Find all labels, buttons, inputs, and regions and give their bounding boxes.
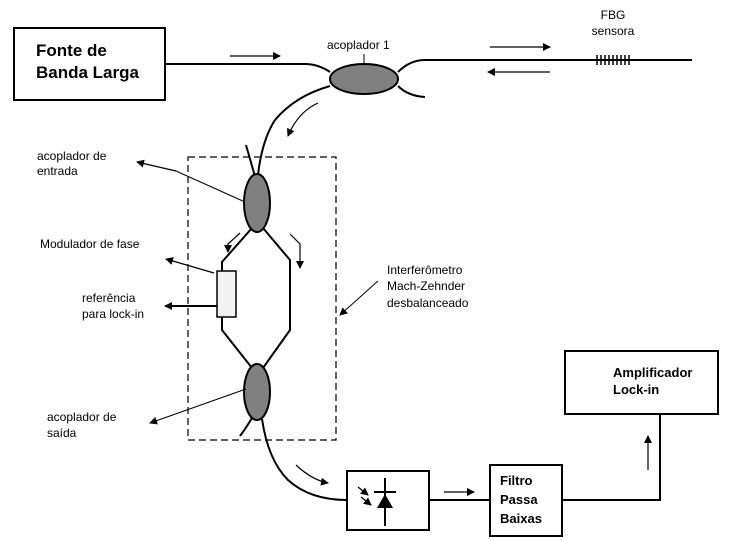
phase-modulator-label: Modulador de fase bbox=[40, 237, 140, 251]
mzi-right-arm bbox=[262, 227, 291, 369]
wire-filter-to-amplifier bbox=[562, 414, 661, 501]
arrow-to-detector bbox=[295, 464, 329, 486]
interferometer-label-line3: desbalanceado bbox=[387, 296, 469, 310]
fbg-grating bbox=[596, 55, 630, 65]
fbg-label-line2: sensora bbox=[591, 24, 635, 38]
broadband-source-box bbox=[13, 27, 166, 101]
fiber-source-to-coupler1 bbox=[165, 63, 331, 73]
output-coupler bbox=[243, 363, 271, 421]
leader-input-coupler bbox=[175, 170, 246, 203]
arrow-phase-modulator-label bbox=[165, 257, 215, 274]
output-coupler-label-line2: saída bbox=[47, 426, 77, 440]
fiber-coupler1-to-mzi bbox=[257, 85, 331, 176]
source-label-line1: Fonte de bbox=[36, 41, 107, 60]
arrow-right-arm bbox=[289, 233, 304, 269]
filter-label-line1: Filtro bbox=[500, 473, 533, 488]
fiber-coupler1-to-fbg bbox=[397, 59, 692, 73]
arrow-input-coupler-label bbox=[136, 159, 177, 172]
input-coupler-label-line1: acoplador de bbox=[37, 149, 107, 163]
arrow-left-arm bbox=[224, 232, 241, 253]
amplifier-label-line1: Amplificador bbox=[613, 365, 693, 380]
leader-output-coupler bbox=[149, 388, 247, 425]
fiber-coupler1-free-end bbox=[397, 85, 426, 98]
leader-interferometer bbox=[339, 280, 379, 316]
output-coupler-label-line1: acoplador de bbox=[47, 410, 117, 424]
arrow-to-interferometer bbox=[287, 102, 319, 137]
interferometer-dashed-box bbox=[187, 156, 337, 441]
photodiode-icon bbox=[357, 478, 396, 526]
filter-label-line3: Baixas bbox=[500, 511, 542, 526]
reference-label-line1: referência bbox=[82, 291, 136, 305]
input-coupler-label-line2: entrada bbox=[37, 164, 78, 178]
coupler-1 bbox=[329, 63, 399, 95]
interferometer-label-line1: Interferômetro bbox=[387, 263, 463, 277]
filter-label-line2: Passa bbox=[500, 492, 538, 507]
interferometer-label-line2: Mach-Zehnder bbox=[387, 279, 466, 293]
fbg-label-line1: FBG bbox=[600, 8, 626, 22]
low-pass-filter-box bbox=[489, 464, 563, 537]
fiber-mzi-to-detector bbox=[261, 418, 348, 501]
lock-in-amplifier-box bbox=[564, 350, 719, 415]
amplifier-label-line2: Lock-in bbox=[613, 382, 660, 397]
input-coupler bbox=[243, 173, 271, 233]
source-label-line2: Banda Larga bbox=[36, 63, 139, 82]
coupler1-label: acoplador 1 bbox=[327, 38, 390, 52]
reference-label-line2: para lock-in bbox=[82, 307, 145, 321]
phase-modulator bbox=[216, 270, 237, 318]
output-coupler-free-end bbox=[239, 417, 253, 437]
